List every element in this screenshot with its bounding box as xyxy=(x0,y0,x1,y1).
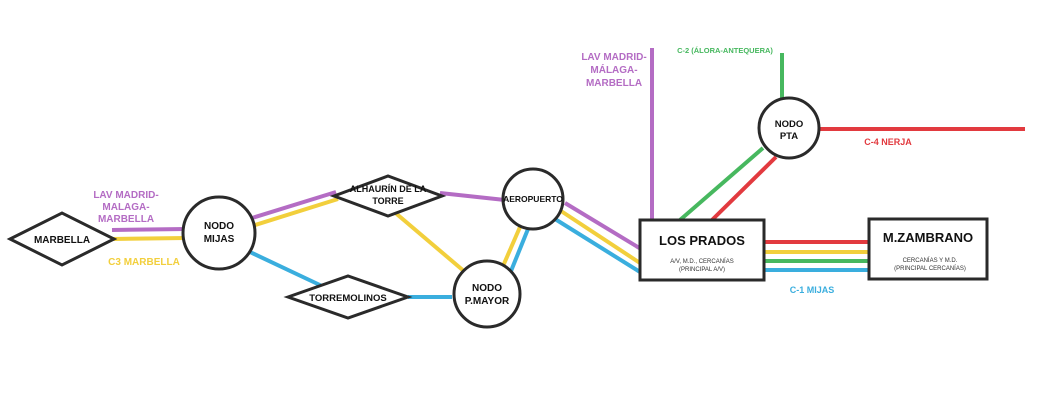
c3-marbella-label: C3 MARBELLA xyxy=(108,257,180,268)
line-c3-mijas-alhaurin xyxy=(251,197,339,228)
line-c4-pta-prados xyxy=(710,155,778,222)
los-prados-title: LOS PRADOS xyxy=(659,233,745,248)
alhaurin-label-2: TORRE xyxy=(372,196,403,206)
lav-top-label-3: MARBELLA xyxy=(586,78,642,89)
nodo-pmayor-label-1: NODO xyxy=(472,283,502,294)
c2-label: C-2 (ÁLORA-ANTEQUERA) xyxy=(677,46,773,55)
lav-top-label-1: LAV MADRID- xyxy=(581,52,646,63)
line-c1-aeropuerto-prados xyxy=(553,217,642,274)
los-prados-box[interactable] xyxy=(638,218,766,282)
marbella-diamond[interactable] xyxy=(6,211,118,267)
nodo-pta-label-1: NODO xyxy=(775,119,804,130)
line-lav-alhaurin-aeropuerto xyxy=(439,191,506,202)
line-lav-mijas-alhaurin xyxy=(251,190,337,220)
line-c3-aeropuerto-prados xyxy=(559,209,642,265)
zambrano-sub-1: CERCANÍAS Y M.D. xyxy=(903,257,958,264)
torremolinos-diamond[interactable] xyxy=(283,274,413,320)
los-prados-sub-1: A/V, M.D., CERCANÍAS xyxy=(670,258,733,265)
alhaurin-label-1: ALHAURÍN DE LA xyxy=(350,184,427,194)
zambrano-sub-2: (PRINCIPAL CERCANÍAS) xyxy=(894,265,966,272)
c1-label: C-1 MIJAS xyxy=(790,285,835,295)
lines xyxy=(111,48,1025,299)
c4-label: C-4 NERJA xyxy=(864,137,912,147)
nodo-pmayor-circle[interactable] xyxy=(452,259,522,329)
aeropuerto-circle[interactable] xyxy=(501,167,565,231)
lav-left-label-3: MARBELLA xyxy=(98,214,154,225)
nodo-pmayor-label-2: P.MAYOR xyxy=(465,296,510,307)
aeropuerto-label: AEROPUERTO xyxy=(503,194,563,204)
line-lav-marbella-mijas xyxy=(111,227,187,232)
alhaurin-diamond[interactable] xyxy=(329,174,447,218)
line-c1-pmayor-aeropuerto xyxy=(507,228,530,277)
nodo-mijas-circle[interactable] xyxy=(181,195,257,271)
line-lav-aeropuerto-prados xyxy=(563,201,643,251)
line-c2-pta-prados xyxy=(678,146,765,222)
torremolinos-label: TORREMOLINOS xyxy=(309,293,386,304)
lav-left-label-1: LAV MADRID- xyxy=(93,190,158,201)
marbella-label: MARBELLA xyxy=(34,235,90,246)
nodo-mijas-label-1: NODO xyxy=(204,221,234,232)
nodo-pta-label-2: PTA xyxy=(780,131,798,142)
los-prados-sub-2: (PRINCIPAL A/V) xyxy=(679,267,725,273)
nodes: MARBELLA NODO MIJAS ALHAURÍN DE LA TORRE… xyxy=(6,96,989,329)
zambrano-title: M.ZAMBRANO xyxy=(883,230,973,245)
zambrano-box[interactable] xyxy=(867,217,989,281)
lav-top-label-2: MÁLAGA- xyxy=(590,63,637,76)
line-c1-mijas-torremolinos xyxy=(249,250,323,288)
nodo-pta-circle[interactable] xyxy=(757,96,821,160)
nodo-mijas-label-2: MIJAS xyxy=(204,234,235,245)
line-c3-alhaurin-pmayor xyxy=(390,208,467,274)
line-labels: LAV MADRID- MALAGA- MARBELLA C3 MARBELLA… xyxy=(93,46,912,295)
line-c3-marbella-mijas xyxy=(111,236,187,241)
lav-left-label-2: MALAGA- xyxy=(102,202,149,213)
